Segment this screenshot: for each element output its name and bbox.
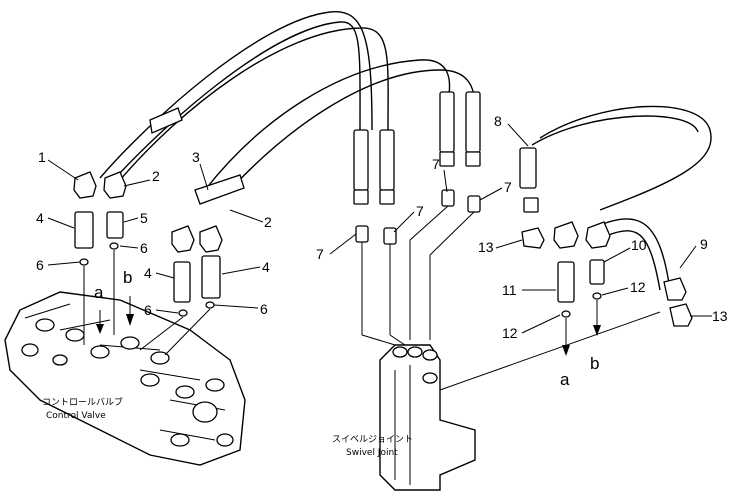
callout-7: 7 xyxy=(432,156,440,172)
fittings-left xyxy=(73,107,245,356)
flow-mark-a: a xyxy=(560,370,570,389)
fittings-center xyxy=(353,91,481,346)
callout-9: 9 xyxy=(700,236,708,252)
callout-6: 6 xyxy=(36,257,44,273)
callout-13: 13 xyxy=(478,239,494,255)
callout-8: 8 xyxy=(494,113,502,129)
callout-4: 4 xyxy=(262,259,270,275)
fittings-right xyxy=(439,147,693,391)
control-valve-label-en: Control Valve xyxy=(46,411,106,421)
callout-1: 1 xyxy=(38,149,46,165)
callout-4: 4 xyxy=(144,265,152,281)
swivel-joint-label-jp: スイベルジョイント xyxy=(332,435,413,445)
callout-2: 2 xyxy=(264,214,272,230)
callout-6: 6 xyxy=(260,301,268,317)
callout-4: 4 xyxy=(36,210,44,226)
callout-5: 5 xyxy=(140,210,148,226)
callout-6: 6 xyxy=(140,240,148,256)
callout-12: 12 xyxy=(630,279,646,295)
flow-arrows xyxy=(96,296,601,356)
callout-7: 7 xyxy=(416,203,424,219)
callout-7: 7 xyxy=(504,179,512,195)
flow-mark-labels: a b a b xyxy=(94,268,599,389)
callout-3: 3 xyxy=(192,149,200,165)
callout-10: 10 xyxy=(631,237,647,253)
flow-mark-b: b xyxy=(590,354,599,373)
callout-11: 11 xyxy=(502,282,517,298)
flow-mark-b: b xyxy=(123,268,132,287)
captions: コントロールバルブ Control Valve スイベルジョイント Swivel… xyxy=(42,396,413,458)
control-valve xyxy=(4,291,246,466)
flow-mark-a: a xyxy=(94,283,104,302)
callout-2: 2 xyxy=(152,168,160,184)
swivel-joint-label-en: Swivel Joint xyxy=(346,448,398,458)
callout-12: 12 xyxy=(502,325,518,341)
callout-13: 13 xyxy=(712,308,728,324)
leader-lines xyxy=(47,123,712,334)
callout-7: 7 xyxy=(316,246,324,262)
swivel-joint xyxy=(379,344,476,491)
callout-6: 6 xyxy=(144,302,152,318)
callout-labels: 1 2 3 2 4 5 6 6 4 4 6 6 7 7 7 7 8 13 10 … xyxy=(36,113,728,341)
control-valve-label-jp: コントロールバルブ xyxy=(42,396,123,408)
